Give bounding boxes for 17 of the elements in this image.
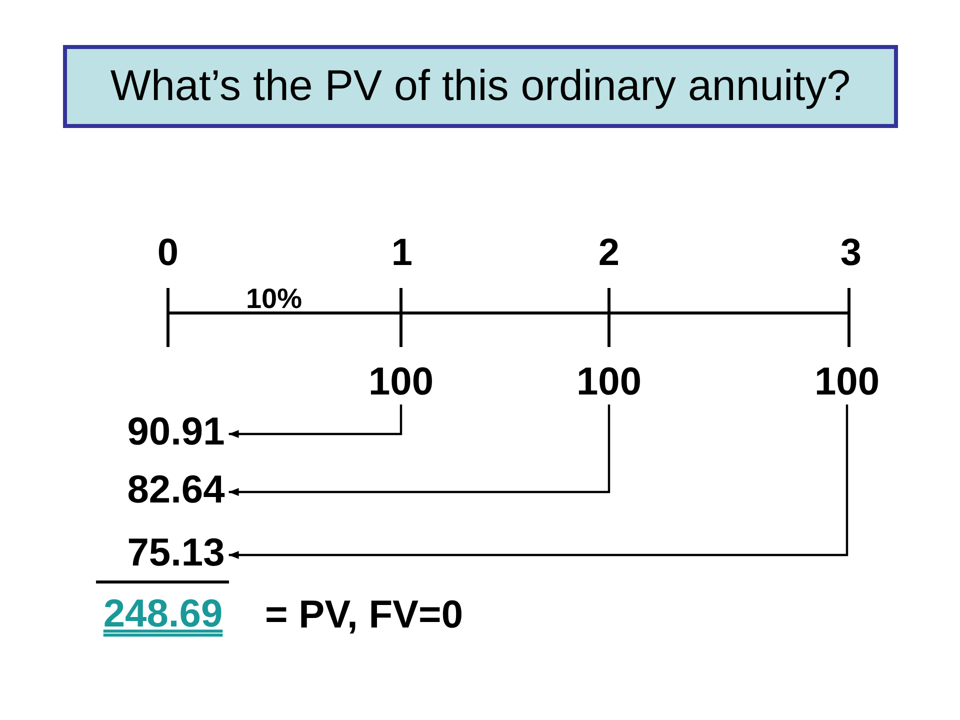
period-number: 2 [598,234,620,272]
cash-flow-value: 100 [814,362,880,402]
cash-flow-value: 100 [368,362,434,402]
period-number: 0 [157,234,179,272]
present-value: 75.13 [127,534,225,572]
interest-rate: 10% [246,285,302,313]
arrow [228,404,610,496]
arrow [228,404,848,559]
present-value: 90.91 [127,412,225,452]
present-value: 82.64 [127,470,225,510]
period-number: 1 [391,234,413,272]
total-value: 248.69 [103,592,223,638]
period-number: 3 [840,234,862,272]
title: What’s the PV of this ordinary annuity? [110,62,851,110]
result-note: = PV, FV=0 [264,596,464,634]
arrow [228,404,402,438]
cash-flow-value: 100 [576,362,642,402]
